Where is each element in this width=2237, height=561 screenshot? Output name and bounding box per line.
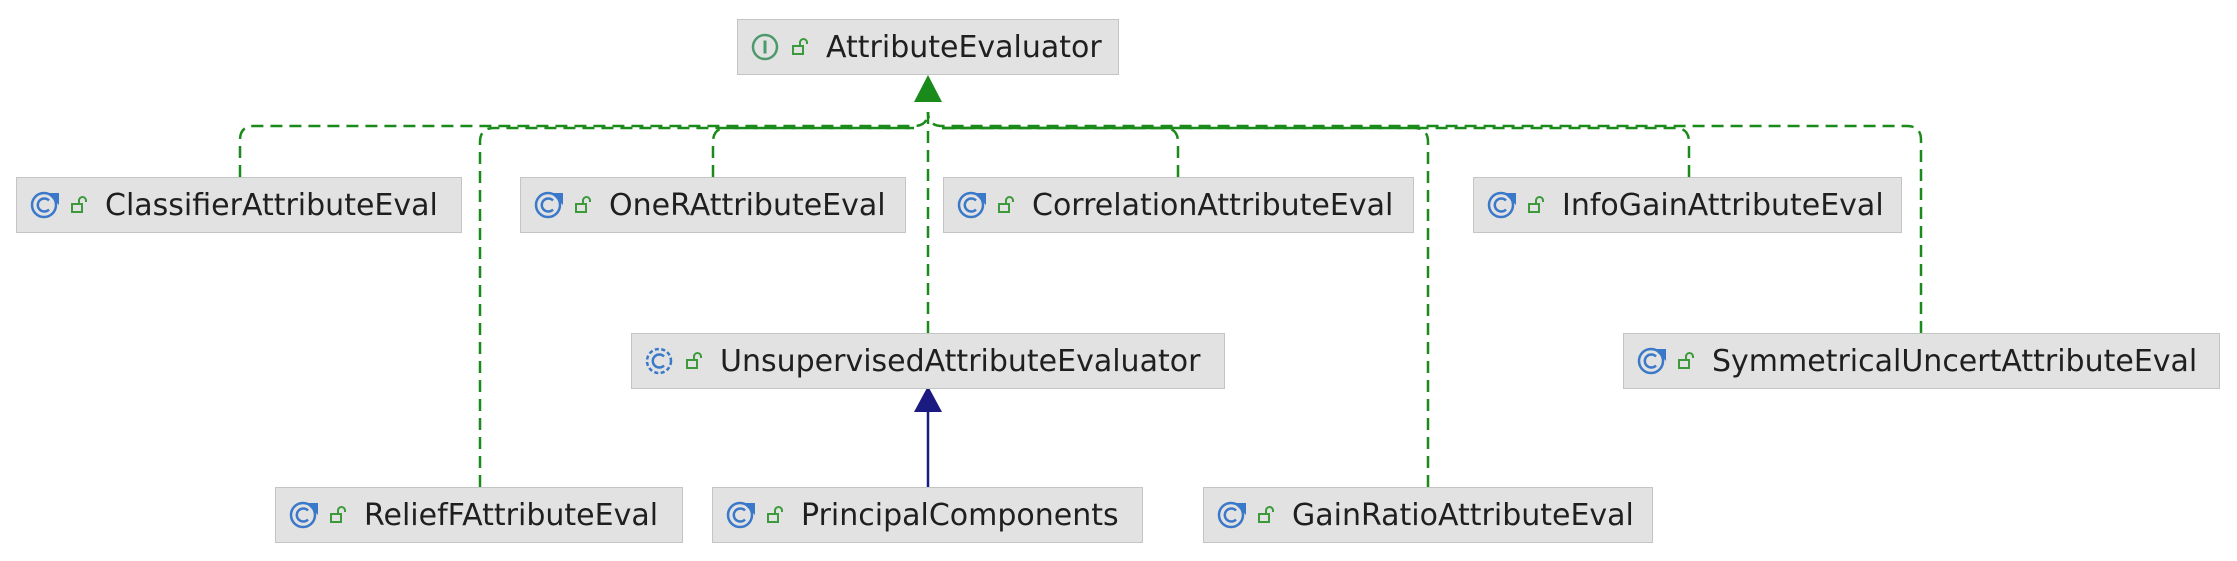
node-label: ReliefFAttributeEval — [364, 497, 659, 533]
node-label: SymmetricalUncertAttributeEval — [1712, 343, 2198, 379]
node-correlation-attribute-eval[interactable]: CorrelationAttributeEval — [943, 177, 1414, 233]
edge-gain-ratio-attribute-eval — [942, 126, 1430, 487]
class-icon — [726, 501, 755, 529]
edge-relief-f-attribute-eval — [478, 126, 914, 487]
node-label: AttributeEvaluator — [826, 29, 1102, 65]
abstract-class-icon — [645, 347, 673, 375]
edge-correlation-attribute-eval — [942, 126, 1180, 177]
node-label: GainRatioAttributeEval — [1292, 497, 1634, 533]
class-icon — [30, 191, 59, 219]
node-attribute-evaluator[interactable]: AttributeEvaluator — [737, 19, 1119, 75]
edge-classifier-attribute-eval — [238, 111, 930, 177]
node-label: UnsupervisedAttributeEvaluator — [720, 343, 1201, 379]
class-icon — [957, 191, 986, 219]
unlock-icon — [1528, 196, 1544, 213]
unlock-icon — [71, 196, 87, 213]
node-label: InfoGainAttributeEval — [1562, 187, 1884, 223]
node-classifier-attribute-eval[interactable]: ClassifierAttributeEval — [16, 177, 462, 233]
edge-one-r-attribute-eval — [711, 126, 914, 177]
unlock-icon — [792, 38, 808, 55]
node-principal-components[interactable]: PrincipalComponents — [712, 487, 1143, 543]
node-unsupervised-attribute-evaluator[interactable]: UnsupervisedAttributeEvaluator — [631, 333, 1225, 389]
node-relief-f-attribute-eval[interactable]: ReliefFAttributeEval — [275, 487, 683, 543]
extends-arrowhead — [914, 386, 942, 412]
class-icon — [1487, 191, 1516, 219]
class-icon — [289, 501, 318, 529]
node-one-r-attribute-eval[interactable]: OneRAttributeEval — [520, 177, 906, 233]
node-symmetrical-uncert-attribute-eval[interactable]: SymmetricalUncertAttributeEval — [1623, 333, 2220, 389]
class-icon — [534, 191, 563, 219]
node-info-gain-attribute-eval[interactable]: InfoGainAttributeEval — [1473, 177, 1902, 233]
unlock-icon — [1258, 506, 1274, 523]
unlock-icon — [1678, 352, 1694, 369]
unlock-icon — [686, 352, 702, 369]
interface-icon — [751, 33, 779, 61]
node-label: PrincipalComponents — [801, 497, 1119, 533]
node-label: OneRAttributeEval — [609, 187, 886, 223]
unlock-icon — [575, 196, 591, 213]
class-icon — [1637, 347, 1666, 375]
node-label: ClassifierAttributeEval — [105, 187, 438, 223]
unlock-icon — [767, 506, 783, 523]
class-icon — [1217, 501, 1246, 529]
node-label: CorrelationAttributeEval — [1032, 187, 1394, 223]
unlock-icon — [998, 196, 1014, 213]
edge-symmetrical-uncert-attribute-eval — [926, 111, 1923, 333]
edge-info-gain-attribute-eval — [942, 126, 1691, 177]
implements-arrowhead — [914, 75, 942, 102]
node-gain-ratio-attribute-eval[interactable]: GainRatioAttributeEval — [1203, 487, 1653, 543]
implements-edges — [238, 111, 1923, 487]
unlock-icon — [330, 506, 346, 523]
